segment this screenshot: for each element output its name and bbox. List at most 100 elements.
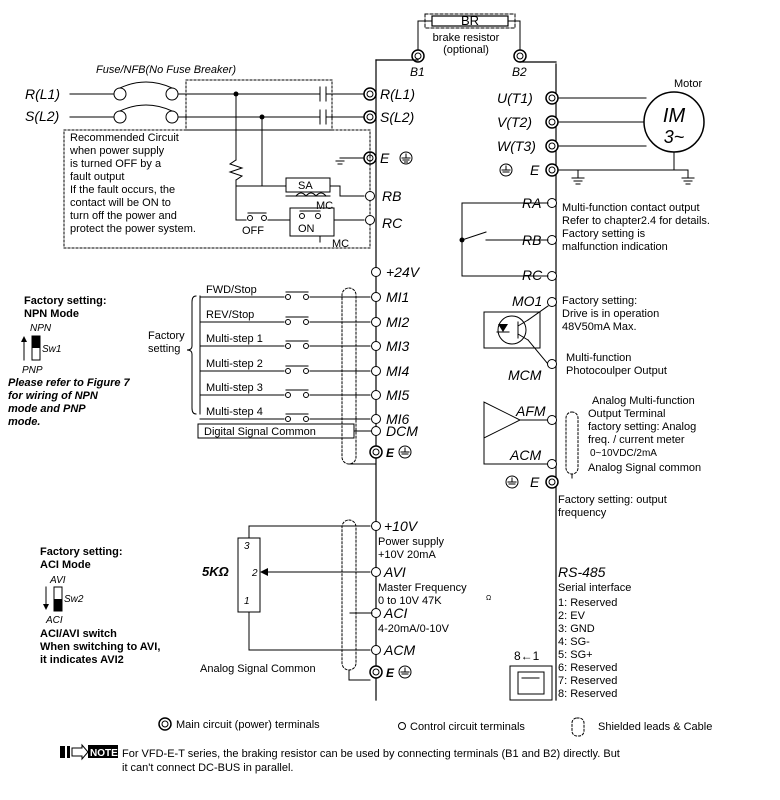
mi-terminal-4 bbox=[371, 366, 381, 376]
control-terminal-icon bbox=[398, 722, 406, 730]
shield-icon bbox=[571, 717, 585, 737]
relay-output: RA RB RC Multi-function contact output R… bbox=[459, 195, 713, 283]
digital-common-label: Digital Signal Common bbox=[204, 426, 316, 438]
legend-control: Control circuit terminals bbox=[410, 721, 525, 733]
npn-title-1: Factory setting: bbox=[24, 295, 107, 307]
w-terminal bbox=[545, 139, 559, 153]
svg-text:Please refer to Figure 7: Please refer to Figure 7 for wiring of N… bbox=[8, 377, 133, 428]
br-label: BR bbox=[461, 13, 479, 28]
e-terminal-motor bbox=[545, 163, 559, 177]
factory-setting-2: setting bbox=[148, 343, 180, 355]
p24-terminal bbox=[371, 267, 381, 277]
factory-setting-1: Factory bbox=[148, 330, 185, 342]
mo1-label: MO1 bbox=[512, 293, 542, 309]
svg-text:Analog Multi-function Ou: Analog Multi-function Output Terminal fa… bbox=[558, 395, 704, 519]
p10-terminal bbox=[371, 521, 381, 531]
relay-desc-3: Factory setting is bbox=[562, 228, 646, 240]
pnp-label: PNP bbox=[22, 365, 43, 376]
b1-terminal bbox=[411, 49, 425, 63]
ao-desc-2: Output Terminal bbox=[588, 408, 665, 420]
rec-line-2: when power supply bbox=[69, 145, 165, 157]
p10-desc-1: Power supply bbox=[378, 536, 445, 548]
s-terminal-label: S(L2) bbox=[380, 109, 414, 125]
mcm-terminal bbox=[547, 359, 557, 369]
dcm-terminal bbox=[371, 426, 381, 436]
main-terminal-icon bbox=[158, 717, 172, 731]
mi-switch-label-1: FWD/Stop bbox=[206, 284, 257, 296]
ohm-small: Ω bbox=[486, 595, 491, 602]
photo-desc-5: Photocoulper Output bbox=[566, 365, 667, 377]
svg-text:Power supply +10V 20mA: Power supply +10V 20mA bbox=[378, 536, 447, 561]
rc-relay-label: RC bbox=[522, 267, 543, 283]
rs485-pin-4: 4: SG- bbox=[558, 636, 590, 648]
mi-terminal-1 bbox=[371, 292, 381, 302]
aci-switch-2: When switching to AVI, bbox=[40, 641, 160, 653]
rec-line-3: is turned OFF by a bbox=[70, 158, 162, 170]
ao-factory-1: Factory setting: output bbox=[558, 494, 667, 506]
note-line-1: For VFD-E-T series, the braking resistor… bbox=[122, 748, 620, 760]
pot-pin-3: 3 bbox=[244, 541, 250, 552]
rs485-title: RS-485 bbox=[558, 564, 606, 580]
rc-terminal bbox=[365, 215, 375, 225]
off-label: OFF bbox=[242, 225, 264, 237]
mi-switch-label-5: Multi-step 3 bbox=[206, 382, 263, 394]
brake-resistor-label: brake resistor bbox=[433, 32, 500, 44]
power-input: Fuse/NFB(No Fuse Breaker) R(L1) S(L2) R(… bbox=[25, 64, 415, 187]
brake-optional-label: (optional) bbox=[443, 44, 489, 56]
aci-terminal bbox=[371, 608, 381, 618]
motor-section: Motor IM 3~ U(T1) V(T2) W(T3) E bbox=[497, 78, 705, 185]
avi-terminal bbox=[371, 567, 381, 577]
b2-label: B2 bbox=[512, 65, 527, 79]
recommended-circuit: Recommended Circuit when power supply is… bbox=[63, 129, 403, 250]
rs485-pin-2: 2: EV bbox=[558, 610, 586, 622]
ra-terminal bbox=[547, 198, 557, 208]
rec-line-4: fault output bbox=[70, 171, 124, 183]
svg-text:Factory setting: Drive i: Factory setting: Drive is in operation 4… bbox=[562, 295, 667, 377]
ao-desc-1: Analog Multi-function bbox=[592, 395, 695, 407]
npn-note: Factory setting: NPN Mode NPN Sw1 PNP Pl… bbox=[8, 295, 133, 428]
avi-label: AVI bbox=[383, 564, 406, 580]
mi-switch-label-6: Multi-step 4 bbox=[206, 406, 263, 418]
p10-desc-2: +10V 20mA bbox=[378, 549, 436, 561]
rs485-pin-3: 3: GND bbox=[558, 623, 595, 635]
b1-label: B1 bbox=[410, 65, 425, 79]
aci-note: Factory setting: ACI Mode AVI Sw2 ACI AC… bbox=[40, 546, 160, 666]
mi-term-label-6: MI6 bbox=[386, 411, 410, 427]
aci-desc: 4-20mA/0-10V bbox=[378, 623, 450, 635]
sw1-label: Sw1 bbox=[42, 344, 61, 355]
acm-out-terminal bbox=[547, 459, 557, 469]
mo1-terminal bbox=[547, 297, 557, 307]
e-motor-label: E bbox=[530, 162, 540, 178]
note-badge-text: NOTE bbox=[90, 748, 118, 759]
aci-label: ACI bbox=[383, 605, 407, 621]
analog-common-label: Analog Signal Common bbox=[200, 663, 316, 675]
mc-label-1: MC bbox=[316, 200, 333, 212]
acm-in-label: ACM bbox=[383, 642, 415, 658]
aci-switch-3: it indicates AVI2 bbox=[40, 654, 124, 666]
mi-term-label-4: MI4 bbox=[386, 363, 410, 379]
mc-label-2: MC bbox=[332, 238, 349, 250]
mi-term-label-5: MI5 bbox=[386, 387, 410, 403]
pot-pin-1: 1 bbox=[244, 596, 250, 607]
pot-label: 5KΩ bbox=[202, 564, 229, 579]
rs485-pin-5: 5: SG+ bbox=[558, 649, 593, 661]
npn-title-2: NPN Mode bbox=[24, 308, 79, 320]
npn-ref-3: mode and PNP bbox=[8, 403, 86, 415]
rs485-sub: Serial interface bbox=[558, 582, 631, 594]
aci-title-2: ACI Mode bbox=[40, 559, 91, 571]
npn-ref-2: for wiring of NPN bbox=[8, 390, 99, 402]
relay-desc-4: malfunction indication bbox=[562, 241, 668, 253]
aci-title-1: Factory setting: bbox=[40, 546, 123, 558]
mi-switch-label-4: Multi-step 2 bbox=[206, 358, 263, 370]
svg-text:Multi-function contact output: Multi-function contact output Refer to c… bbox=[562, 202, 713, 253]
mi-terminal-3 bbox=[371, 341, 381, 351]
rec-line-1: Recommended Circuit bbox=[70, 132, 179, 144]
rec-line-6: contact will be ON to bbox=[70, 197, 171, 209]
rs485-pin-7: 7: Reserved bbox=[558, 675, 617, 687]
rs485-arrow: 8←1 bbox=[514, 649, 540, 663]
svg-text:Recommended Circuit whe: Recommended Circuit when power supply is… bbox=[69, 132, 196, 235]
